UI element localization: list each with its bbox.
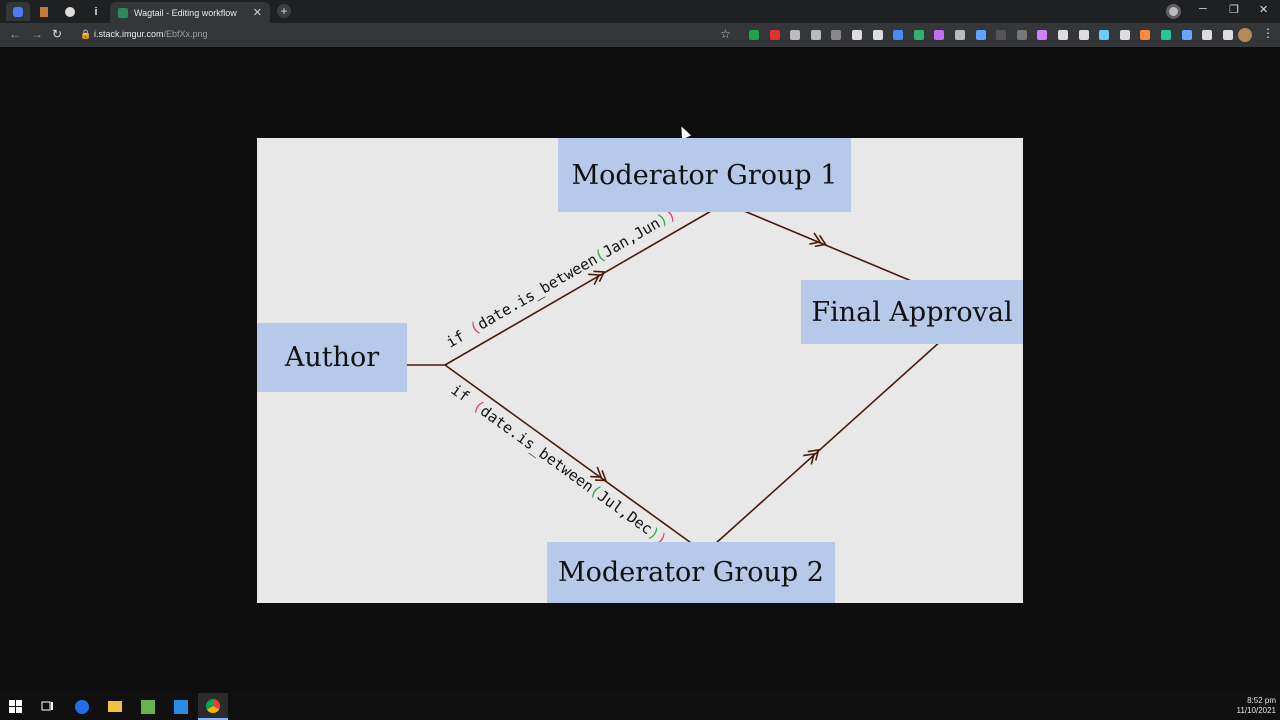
arrowhead-mod1-to-final xyxy=(809,232,827,248)
browser-tab-strip: i Wagtail - Editing workflow ✕ + ─ ❐ ✕ xyxy=(0,0,1280,23)
extension-icon[interactable] xyxy=(1161,30,1171,40)
chrome-icon xyxy=(206,698,220,713)
start-button[interactable] xyxy=(7,698,24,715)
extension-icon[interactable] xyxy=(852,30,862,40)
node-final-approval: Final Approval xyxy=(801,280,1023,344)
new-tab-button[interactable]: + xyxy=(277,4,291,18)
extension-icon[interactable] xyxy=(810,30,821,40)
document-icon xyxy=(40,6,48,17)
bookmark-star-icon[interactable]: ☆ xyxy=(720,27,731,41)
taskbar-chrome[interactable] xyxy=(198,693,228,720)
node-moderator-group-2: Moderator Group 2 xyxy=(547,542,835,603)
extension-icon[interactable] xyxy=(1140,30,1151,40)
arrowhead-author-to-mod1 xyxy=(588,270,606,286)
edge-author-to-mod1 xyxy=(444,202,726,366)
minimize-button[interactable]: ─ xyxy=(1199,3,1207,15)
node-author: Author xyxy=(257,323,407,392)
diagram-edges: if (date.is_between(Jan,Jun)) if (date.i… xyxy=(385,202,943,554)
extension-icon[interactable] xyxy=(955,30,965,40)
tab-active[interactable]: Wagtail - Editing workflow ✕ xyxy=(110,2,270,23)
edge-mod1-to-final xyxy=(724,202,934,291)
node-final-approval-label: Final Approval xyxy=(811,296,1013,328)
arrowhead-mod2-to-final xyxy=(803,449,820,465)
edge-author-to-mod2 xyxy=(444,364,706,554)
pinned-tab-github[interactable] xyxy=(58,2,82,21)
extension-icon[interactable] xyxy=(1119,30,1130,40)
extension-icon[interactable] xyxy=(1016,30,1027,40)
lock-icon[interactable]: 🔒 xyxy=(80,29,92,39)
pinned-tab-2[interactable] xyxy=(32,2,56,21)
extension-icon[interactable] xyxy=(1058,30,1068,40)
url-path: /EbfXx.png xyxy=(163,29,208,39)
taskbar-firefox[interactable] xyxy=(73,698,90,715)
folder-icon xyxy=(107,701,122,712)
extension-icon[interactable] xyxy=(749,30,759,40)
address-bar[interactable]: 🔒 i.stack.imgur.com/EbfXx.png ☆ xyxy=(70,26,740,44)
workflow-diagram: if (date.is_between(Jan,Jun)) if (date.i… xyxy=(257,138,1023,603)
vscode-icon xyxy=(173,699,188,714)
extension-icon[interactable] xyxy=(996,30,1007,40)
extension-icon[interactable] xyxy=(769,30,780,40)
extension-icon[interactable] xyxy=(1222,30,1233,40)
edge-mod2-to-final xyxy=(704,339,943,554)
app-icon xyxy=(13,6,23,17)
browser-menu-button[interactable]: ⋮ xyxy=(1262,26,1274,40)
cond-upper-call: date.is_between xyxy=(474,250,600,333)
extension-icon[interactable] xyxy=(1181,30,1192,40)
url-text: i.stack.imgur.com/EbfXx.png xyxy=(94,29,208,39)
task-view-button[interactable] xyxy=(39,698,56,715)
close-window-button[interactable]: ✕ xyxy=(1259,4,1269,16)
app-green-icon xyxy=(140,699,155,714)
taskbar-app-green[interactable] xyxy=(139,698,156,715)
extension-icon[interactable] xyxy=(913,30,924,40)
extension-icon[interactable] xyxy=(893,30,904,40)
arrowhead-author-to-mod2 xyxy=(590,466,608,482)
extension-icon[interactable] xyxy=(872,30,883,40)
forward-button[interactable]: → xyxy=(31,27,43,41)
info-icon: i xyxy=(94,5,98,18)
extension-icon[interactable] xyxy=(1202,30,1213,40)
node-moderator-group-2-label: Moderator Group 2 xyxy=(558,557,824,588)
extension-icon[interactable] xyxy=(1099,30,1110,40)
condition-upper: if (date.is_between(Jan,Jun)) xyxy=(443,205,679,352)
node-moderator-group-1: Moderator Group 1 xyxy=(558,138,851,212)
system-clock[interactable]: 8:52 pm 11/10/2021 xyxy=(1237,696,1276,716)
tab-close-icon[interactable]: ✕ xyxy=(252,7,262,19)
pinned-tab-1[interactable] xyxy=(6,2,30,21)
edge-arrowheads xyxy=(588,232,827,482)
task-view-icon xyxy=(41,701,53,711)
profile-indicator-icon[interactable] xyxy=(1166,4,1181,19)
reload-button[interactable]: ↻ xyxy=(52,27,63,41)
user-avatar[interactable] xyxy=(1238,28,1252,42)
cond-upper-args: Jan,Jun xyxy=(599,214,663,261)
maximize-button[interactable]: ❐ xyxy=(1229,4,1239,16)
edge-lines xyxy=(385,202,943,554)
clock-date: 11/10/2021 xyxy=(1236,706,1276,715)
extension-icon[interactable] xyxy=(1037,30,1048,40)
browser-toolbar: ← → ↻ 🔒 i.stack.imgur.com/EbfXx.png ☆ ⋮ xyxy=(0,23,1280,47)
extension-icon[interactable] xyxy=(1078,30,1089,40)
clock-time: 8:52 pm xyxy=(1247,696,1276,705)
back-button[interactable]: ← xyxy=(9,27,21,41)
windows-logo-icon xyxy=(9,700,22,713)
url-host: i.stack.imgur.com xyxy=(94,29,164,39)
taskbar-vscode[interactable] xyxy=(172,698,189,715)
extension-icon[interactable] xyxy=(934,30,945,40)
github-icon xyxy=(65,6,75,17)
extension-icon[interactable] xyxy=(831,30,842,40)
extension-icon[interactable] xyxy=(975,30,986,40)
tab-title: Wagtail - Editing workflow xyxy=(134,7,237,18)
wagtail-favicon-icon xyxy=(118,7,128,18)
cond-lower-call: date.is_between xyxy=(477,402,597,496)
extension-icon[interactable] xyxy=(790,30,801,40)
firefox-icon xyxy=(74,699,89,714)
condition-lower: if (date.is_between(Jul,Dec)) xyxy=(448,381,671,549)
windows-taskbar: 8:52 pm 11/10/2021 xyxy=(0,693,1280,720)
taskbar-file-explorer[interactable] xyxy=(106,698,123,715)
node-author-label: Author xyxy=(284,342,380,373)
node-moderator-group-1-label: Moderator Group 1 xyxy=(571,159,838,191)
pinned-tab-4[interactable]: i xyxy=(84,2,108,21)
